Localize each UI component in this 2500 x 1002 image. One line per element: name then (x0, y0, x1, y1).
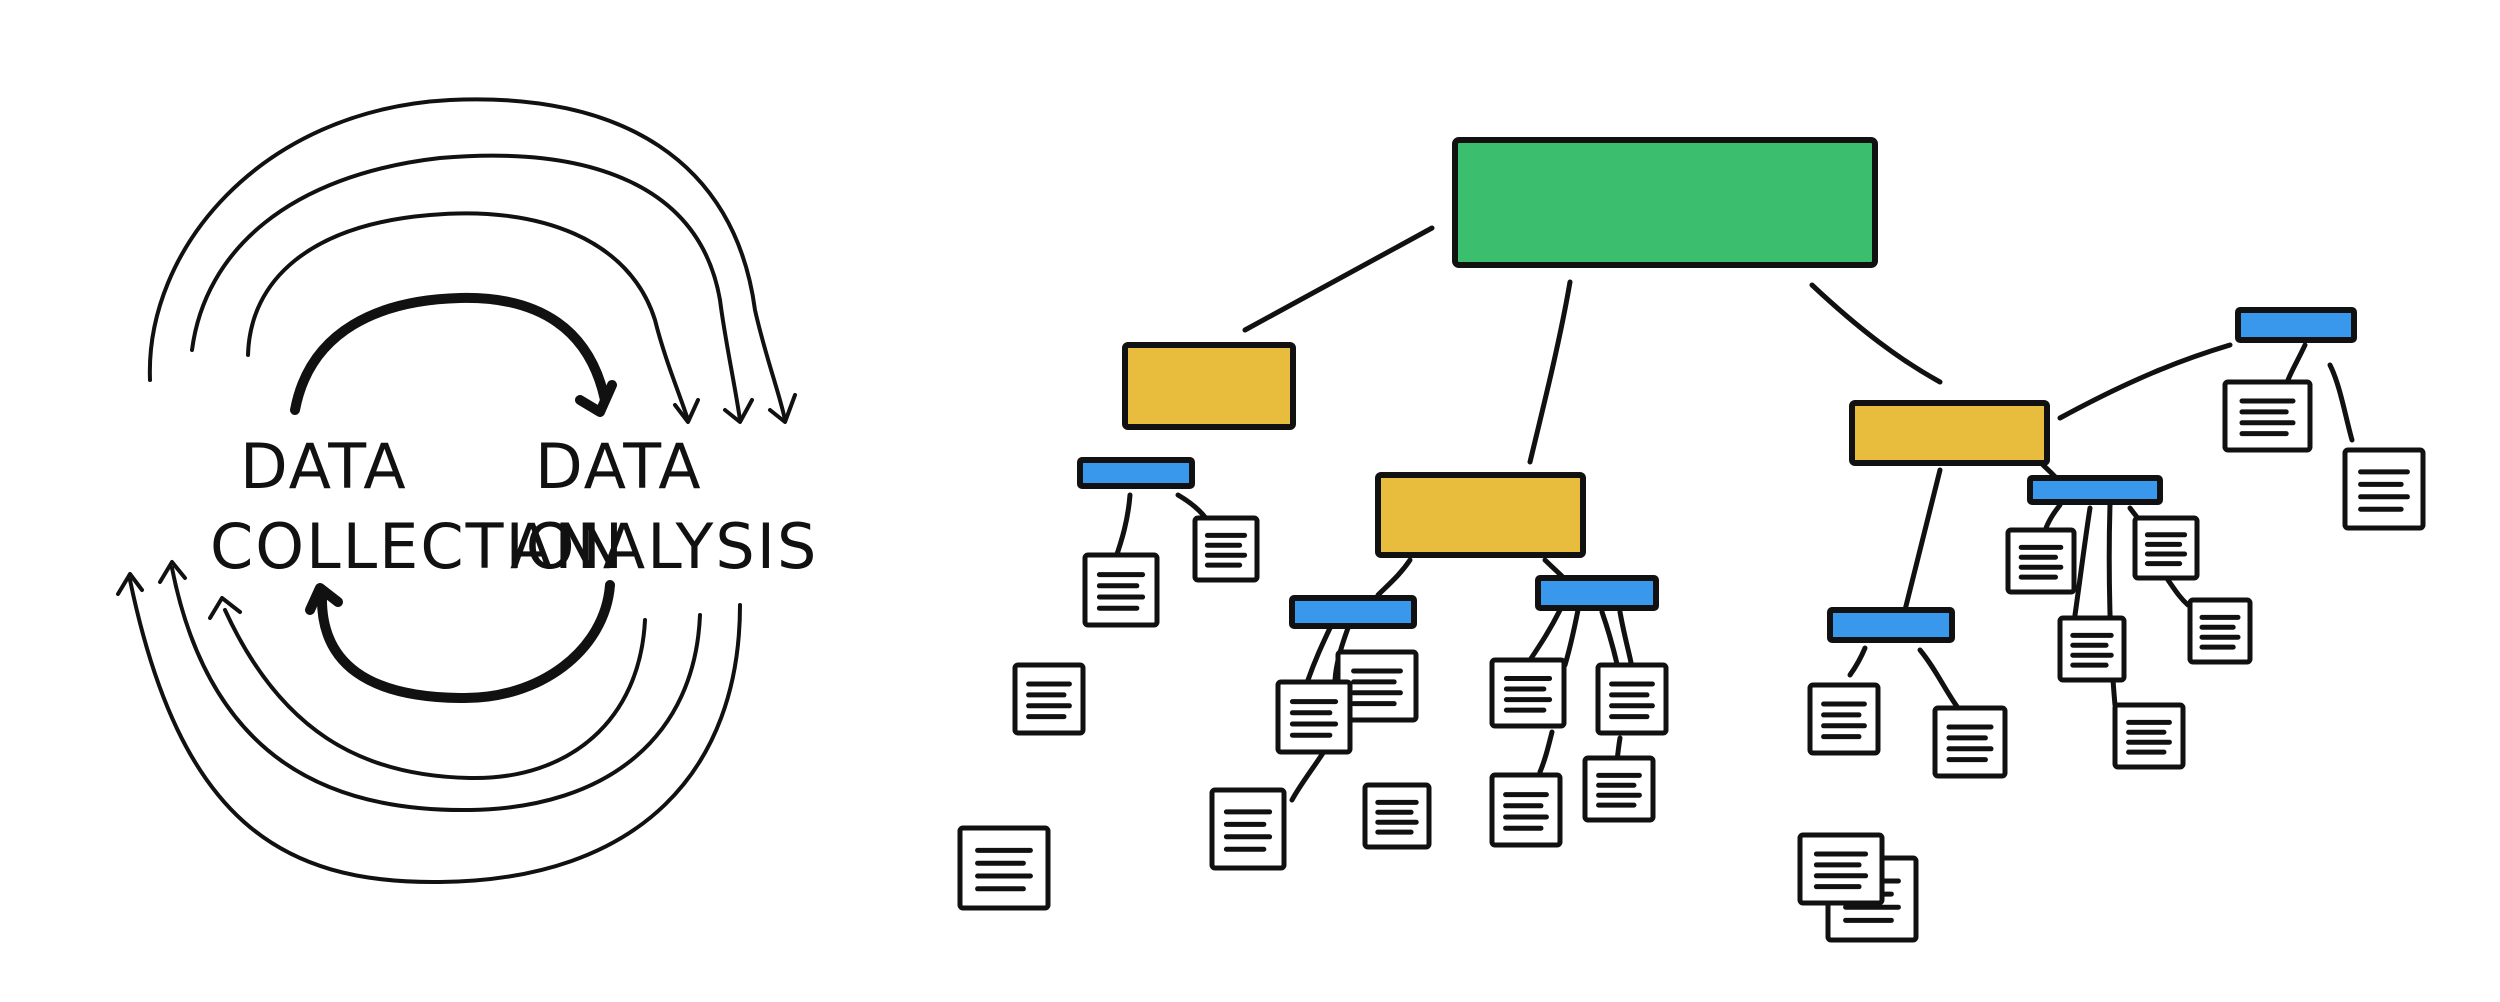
document-icon (1209, 787, 1287, 871)
documents (957, 379, 2426, 943)
data-collection-line1: DATA (240, 430, 408, 503)
document-icon (2222, 379, 2313, 453)
document-icon (2132, 515, 2200, 581)
outer-return-arrow-2 (170, 566, 702, 813)
hierarchy-tree (957, 137, 2426, 943)
sub-node-5 (2027, 475, 2163, 505)
branch-node-left (1122, 342, 1296, 430)
inner-return-arrow (316, 580, 615, 704)
data-collection-label: DATA COLLECTION (210, 430, 625, 583)
document-icon (2342, 447, 2426, 531)
document-icon (1797, 832, 1885, 906)
branch-node-right (1849, 400, 2050, 466)
document-icon (1362, 782, 1432, 850)
document-icon (1275, 679, 1353, 755)
outer-return-arrowhead-1 (208, 596, 242, 620)
sub-node-1 (1077, 457, 1195, 489)
data-cycle: DATA COLLECTION DATA ANALYSIS (116, 97, 818, 885)
data-analysis-label: DATA ANALYSIS (510, 430, 818, 583)
data-analysis-line2: ANALYSIS (510, 510, 818, 583)
document-icon (1582, 755, 1656, 823)
document-icon (957, 825, 1051, 911)
branch-node-middle (1375, 472, 1586, 558)
document-icon (2057, 615, 2127, 683)
document-icon (2187, 597, 2253, 665)
outer-forward-arrowhead-2 (723, 398, 754, 424)
outer-return-arrowhead-2 (158, 560, 187, 584)
sub-node-2 (1289, 595, 1417, 629)
document-icon (2005, 527, 2077, 595)
document-icon (1012, 662, 1086, 736)
sub-node-6 (2235, 307, 2357, 343)
outer-forward-arrowhead-1 (673, 398, 700, 424)
document-icon (1489, 657, 1567, 729)
document-icon (1807, 682, 1881, 756)
outer-forward-arrow-2 (190, 153, 742, 422)
root-node (1452, 137, 1878, 268)
sub-node-3 (1535, 575, 1659, 611)
document-icon (1082, 552, 1160, 628)
document-icon (1595, 662, 1669, 736)
inner-return-arrowhead (305, 583, 343, 615)
document-icon (1192, 515, 1260, 583)
document-icon (1932, 705, 2008, 779)
outer-forward-arrow-3 (147, 97, 787, 422)
document-icon (2112, 702, 2186, 770)
document-icon (1489, 772, 1563, 848)
sub-node-4 (1827, 607, 1955, 643)
data-analysis-line1: DATA (535, 430, 703, 503)
data-collection-line2: COLLECTION (210, 510, 625, 583)
outer-return-arrowhead-3 (116, 572, 144, 596)
outer-forward-arrow-1 (246, 211, 690, 422)
inner-forward-arrow (290, 292, 610, 415)
outer-forward-arrowhead-3 (768, 393, 797, 424)
inner-forward-arrowhead (575, 380, 617, 417)
outer-return-arrow-1 (223, 608, 647, 781)
outer-return-arrow-3 (128, 578, 742, 885)
document-icon (1335, 649, 1419, 723)
